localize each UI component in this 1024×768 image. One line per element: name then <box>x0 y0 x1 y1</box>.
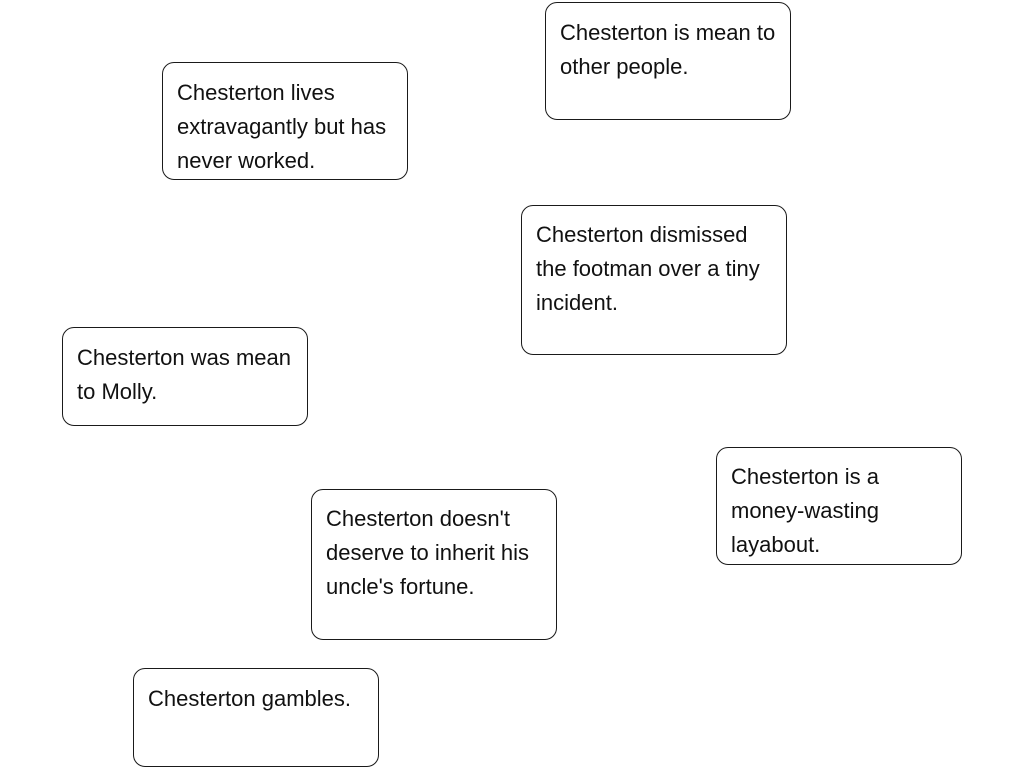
statement-card-money-wasting-layabout: Chesterton is a money-wasting layabout. <box>716 447 962 565</box>
statement-text: Chesterton dismissed the footman over a … <box>536 222 760 315</box>
statement-text: Chesterton lives extravagantly but has n… <box>177 80 387 173</box>
statement-card-dismissed-footman: Chesterton dismissed the footman over a … <box>521 205 787 355</box>
statement-card-doesnt-deserve-fortune: Chesterton doesn't deserve to inherit hi… <box>311 489 557 640</box>
statement-card-gambles: Chesterton gambles. <box>133 668 379 767</box>
statement-card-lives-extravagantly: Chesterton lives extravagantly but has n… <box>162 62 408 180</box>
statement-text: Chesterton was mean to Molly. <box>77 345 291 404</box>
statement-card-mean-to-molly: Chesterton was mean to Molly. <box>62 327 308 426</box>
statement-text: Chesterton is a money-wasting layabout. <box>731 464 879 557</box>
statement-card-mean-to-others: Chesterton is mean to other people. <box>545 2 791 120</box>
statement-text: Chesterton is mean to other people. <box>560 20 776 79</box>
statement-text: Chesterton doesn't deserve to inherit hi… <box>326 506 529 599</box>
statement-text: Chesterton gambles. <box>148 686 351 711</box>
